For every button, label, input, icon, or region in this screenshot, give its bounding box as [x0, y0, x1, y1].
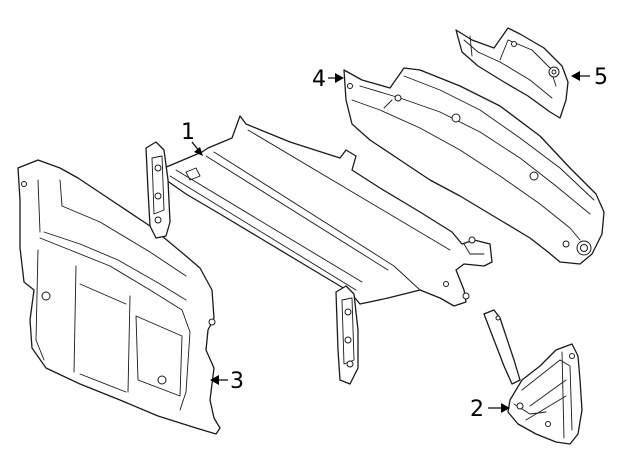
callout-2: 2	[470, 397, 510, 422]
callout-label-3: 3	[230, 369, 244, 394]
latch-mechanism-part	[483, 309, 583, 445]
callout-3: 3	[210, 369, 244, 394]
callout-label-5: 5	[594, 65, 608, 90]
right-bracket-part	[335, 285, 359, 385]
center-tray-part	[163, 115, 493, 307]
left-bracket-part	[145, 141, 171, 239]
rear-panel-part	[17, 159, 221, 435]
callout-5: 5	[571, 65, 608, 90]
callout-label-1: 1	[181, 120, 195, 145]
callout-label-2: 2	[470, 397, 484, 422]
upper-beam-part	[343, 67, 605, 265]
upper-bracket-part	[455, 27, 569, 119]
callout-4: 4	[312, 67, 344, 92]
callout-label-4: 4	[312, 67, 326, 92]
callout-1: 1	[181, 120, 203, 156]
